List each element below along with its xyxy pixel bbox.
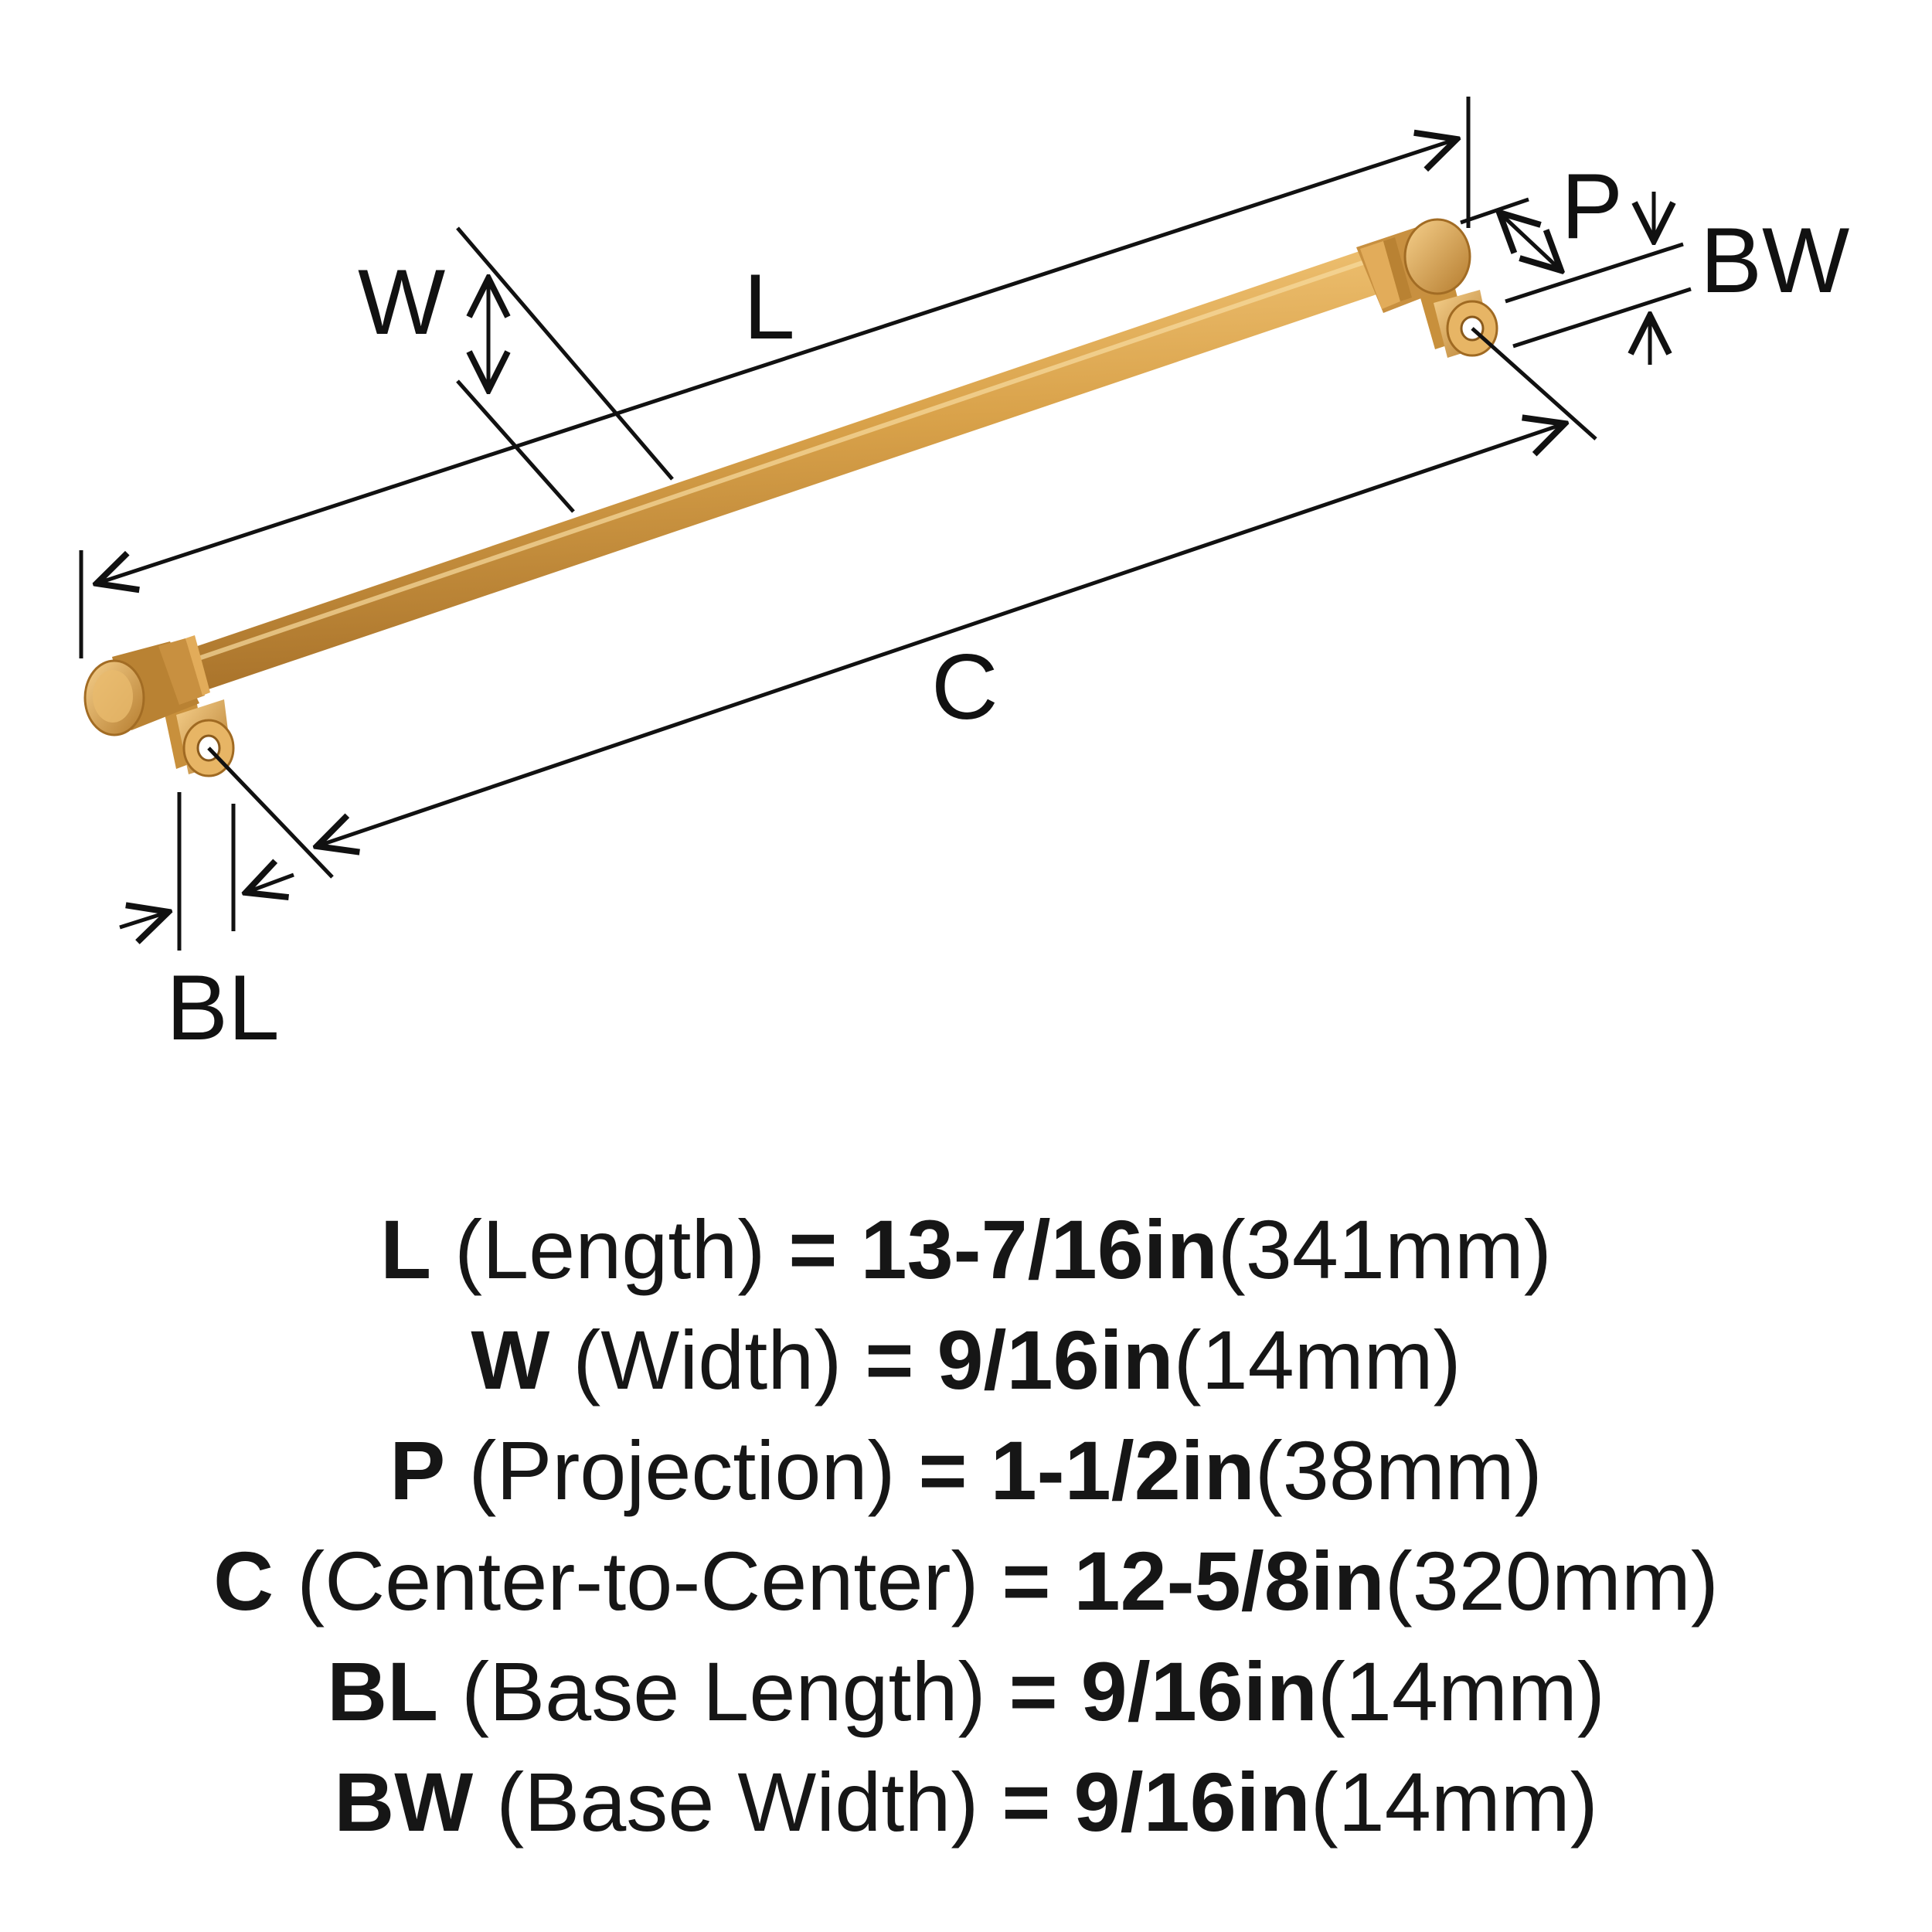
spec-metric: (341mm) xyxy=(1217,1202,1552,1296)
spec-code: C xyxy=(213,1534,274,1628)
label-BL: BL xyxy=(166,956,280,1060)
dimension-diagram: L W P BW C BL xyxy=(79,97,1849,1060)
spec-metric: (14mm) xyxy=(1317,1645,1605,1738)
C-extension-left xyxy=(207,747,334,879)
label-L: L xyxy=(743,255,795,359)
label-C: C xyxy=(931,635,998,739)
spec-name: (Projection) xyxy=(468,1423,896,1517)
specifications-list: L (Length) = 13-7/16in(341mm) W (Width) … xyxy=(0,1194,1932,1857)
P-dimension-arrow xyxy=(1499,213,1561,270)
spec-code: BW xyxy=(334,1755,474,1849)
spec-code: L xyxy=(380,1202,432,1296)
left-end-cap xyxy=(83,635,210,736)
L-dimension-arrow xyxy=(97,139,1457,583)
BL-arrow-right xyxy=(246,875,294,893)
BW-extension-lower xyxy=(1512,287,1692,349)
W-extension-lower xyxy=(456,379,575,513)
label-W: W xyxy=(358,250,445,354)
spec-metric: (38mm) xyxy=(1254,1423,1543,1517)
spec-code: P xyxy=(389,1423,446,1517)
spec-imperial: 1-1/2in xyxy=(990,1423,1255,1517)
C-extension-right xyxy=(1471,327,1597,440)
label-P: P xyxy=(1561,155,1623,258)
spec-row-base-width: BW (Base Width) = 9/16in(14mm) xyxy=(0,1747,1932,1857)
spec-metric: (320mm) xyxy=(1384,1534,1719,1628)
spec-row-projection: P (Projection) = 1-1/2in(38mm) xyxy=(0,1415,1932,1526)
spec-imperial: 9/16in xyxy=(1073,1755,1311,1849)
spec-metric: (14mm) xyxy=(1310,1755,1598,1849)
C-dimension-arrow xyxy=(317,423,1565,846)
spec-name: (Length) xyxy=(454,1202,766,1296)
P-extension-upper xyxy=(1460,197,1529,225)
BW-extension-upper xyxy=(1505,242,1684,304)
spec-imperial: 9/16in xyxy=(937,1313,1174,1406)
spec-imperial: 12-5/8in xyxy=(1073,1534,1385,1628)
spec-name: (Width) xyxy=(573,1313,842,1406)
spec-code: W xyxy=(471,1313,550,1406)
spec-imperial: 9/16in xyxy=(1080,1645,1318,1738)
spec-name: (Base Length) xyxy=(461,1645,986,1738)
label-BW: BW xyxy=(1700,209,1849,312)
spec-metric: (14mm) xyxy=(1173,1313,1461,1406)
dimension-lines xyxy=(79,97,1692,951)
spec-equals: = xyxy=(1002,1755,1051,1849)
spec-code: BL xyxy=(327,1645,439,1738)
spec-row-length: L (Length) = 13-7/16in(341mm) xyxy=(0,1194,1932,1304)
spec-equals: = xyxy=(1009,1645,1058,1738)
BL-arrow-left xyxy=(119,912,168,927)
spec-equals: = xyxy=(1002,1534,1051,1628)
spec-row-width: W (Width) = 9/16in(14mm) xyxy=(0,1304,1932,1415)
spec-row-base-length: BL (Base Length) = 9/16in(14mm) xyxy=(0,1636,1932,1747)
spec-imperial: 13-7/16in xyxy=(860,1202,1218,1296)
spec-name: (Center-to-Center) xyxy=(297,1534,979,1628)
spec-name: (Base Width) xyxy=(496,1755,979,1849)
spec-equals: = xyxy=(788,1202,838,1296)
spec-equals: = xyxy=(865,1313,914,1406)
spec-equals: = xyxy=(918,1423,968,1517)
spec-row-center-to-center: C (Center-to-Center) = 12-5/8in(320mm) xyxy=(0,1526,1932,1636)
